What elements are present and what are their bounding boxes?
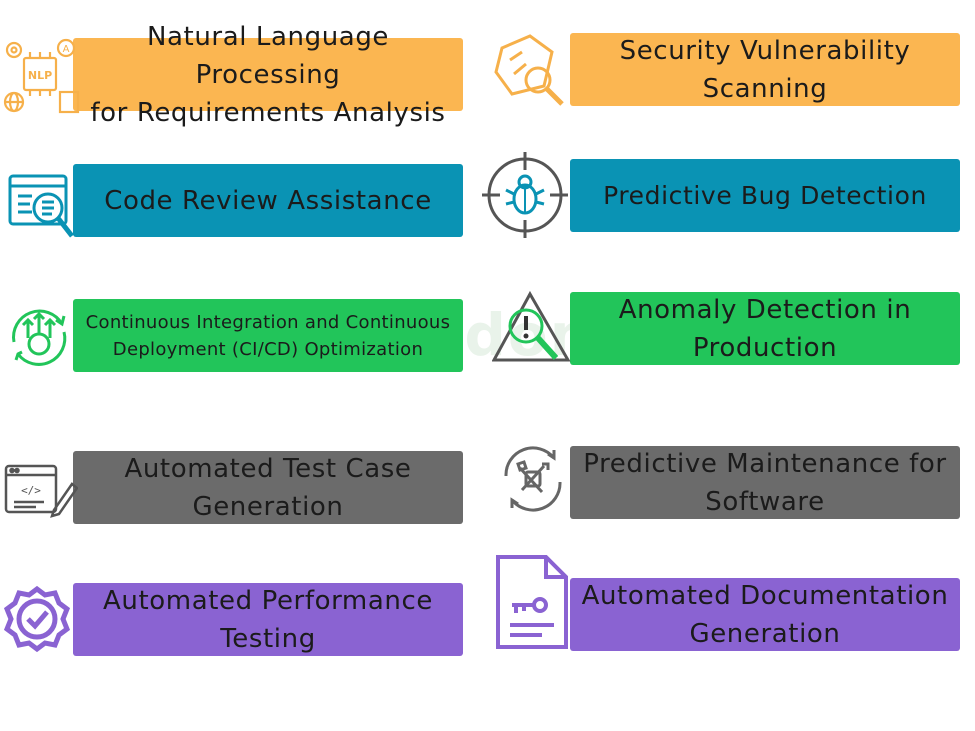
item-label: Automated Documentation Generation (581, 580, 949, 649)
item-label: Anomaly Detection in Production (618, 294, 912, 363)
item-label: Automated Performance Testing (103, 585, 433, 654)
item-test-case-generation: Automated Test Case Generation (73, 451, 463, 524)
item-label: Code Review Assistance (104, 185, 432, 216)
item-label: Continuous Integration and Continuous De… (85, 311, 451, 360)
item-code-review: Code Review Assistance (73, 164, 463, 237)
code-pencil-icon: </> (4, 462, 78, 522)
check-badge-icon (3, 585, 71, 653)
item-security-scanning: Security Vulnerability Scanning (570, 33, 960, 106)
code-review-icon (6, 172, 76, 242)
item-documentation-generation: Automated Documentation Generation (570, 578, 960, 651)
cicd-gear-icon (4, 302, 74, 372)
warning-search-icon (492, 290, 572, 370)
document-key-icon (494, 553, 570, 651)
nlp-icon: NLP A (2, 38, 82, 118)
item-anomaly-detection: Anomaly Detection in Production (570, 292, 960, 365)
item-label: Automated Test Case Generation (124, 453, 412, 522)
maintenance-tools-icon (498, 444, 568, 514)
bug-target-icon (482, 152, 568, 238)
item-label: Security Vulnerability Scanning (619, 35, 911, 104)
svg-text:A: A (63, 44, 70, 55)
security-scan-icon (490, 30, 570, 110)
item-label: Natural Language Processing for Requirem… (90, 21, 446, 128)
item-label: Predictive Maintenance for Software (583, 448, 947, 517)
item-predictive-maintenance: Predictive Maintenance for Software (570, 446, 960, 519)
item-performance-testing: Automated Performance Testing (73, 583, 463, 656)
svg-text:</>: </> (21, 484, 41, 497)
item-cicd-optimization: Continuous Integration and Continuous De… (73, 299, 463, 372)
item-bug-detection: Predictive Bug Detection (570, 159, 960, 232)
item-nlp-requirements: Natural Language Processing for Requirem… (73, 22, 463, 128)
item-label: Predictive Bug Detection (603, 180, 927, 210)
svg-text:NLP: NLP (28, 69, 52, 82)
